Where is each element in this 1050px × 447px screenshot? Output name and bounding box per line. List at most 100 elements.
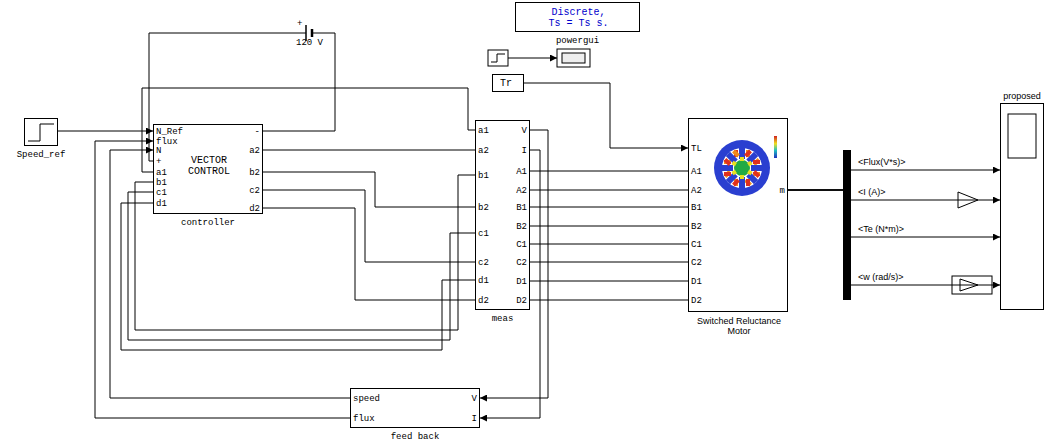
signal-wire (530, 244, 688, 245)
signal-wire (530, 281, 688, 282)
port-label: D1 (691, 277, 702, 287)
port-label: TL (691, 144, 702, 154)
block-name: proposed (1003, 91, 1041, 101)
port-label: d1 (478, 276, 489, 286)
measurement-block: a1a2b1b2c1c2d1d2VIA1A2B1B2C1C2D1D2meas (475, 120, 530, 310)
signal-wire (95, 141, 350, 418)
port-label: m (780, 186, 785, 196)
signal-wire (530, 262, 688, 263)
block-name: Speed_ref (17, 150, 66, 160)
signal-wire (135, 175, 475, 330)
port-label: flux (156, 137, 178, 147)
signal-label: <Te (N*m)> (858, 224, 904, 234)
port-label: V (472, 394, 477, 404)
port-label: + (156, 157, 161, 167)
port-label: a2 (249, 146, 260, 156)
port-label: flux (353, 414, 375, 424)
port-label: C2 (691, 258, 702, 268)
port-label: c2 (249, 186, 260, 196)
port-label: a1 (478, 126, 489, 136)
port-label: N (156, 146, 161, 156)
signal-wire (58, 131, 153, 132)
port-label: c2 (478, 258, 489, 268)
scope-symbol (557, 49, 590, 67)
block-text: Discrete, Ts = Ts s. (546, 7, 612, 29)
port-label: C1 (691, 240, 702, 250)
port-label: b2 (478, 203, 489, 213)
port-label: C2 (516, 258, 527, 268)
battery-symbol (149, 25, 335, 161)
signal-wire (128, 192, 475, 340)
port-label: c1 (156, 188, 167, 198)
signal-wire (110, 150, 350, 398)
port-label: d2 (478, 296, 489, 306)
feedback-block: speedfluxVIfeed back (350, 388, 480, 428)
port-label: B1 (516, 203, 527, 213)
voltage-label: 120 V (296, 38, 323, 48)
step-icon (28, 124, 54, 141)
signal-wire (508, 58, 557, 59)
port-label: d1 (156, 199, 167, 209)
port-label: - (255, 127, 260, 137)
signal-label: <Flux(V*s)> (858, 157, 906, 167)
signal-wire (524, 83, 688, 148)
bus-selector (843, 150, 851, 300)
scope-screen (1008, 114, 1036, 158)
signal-wire (530, 207, 688, 208)
scope-block: proposed (1000, 103, 1044, 310)
block-name: feed back (391, 432, 440, 442)
motor-block: TLA1A2B1B2C1C2D1D2mSwitched Reluctance M… (688, 118, 788, 312)
step-source (488, 50, 508, 66)
port-label: B2 (691, 222, 702, 232)
port-label: I (472, 414, 477, 424)
signal-wire (480, 130, 548, 398)
port-label: N_Ref (156, 127, 183, 137)
signal-wire (263, 208, 475, 300)
signal-wire (530, 300, 688, 301)
controller-block: N_ReffluxN+a1b1c1d1 VECTOR CONTROL - a2 b2 c2… (153, 124, 263, 214)
polarity-sign: + (297, 19, 302, 29)
constant-block: Tr (492, 74, 524, 92)
signal-wire (480, 150, 540, 418)
port-label: D1 (516, 277, 527, 287)
port-label: d2 (249, 204, 260, 214)
port-label: V (522, 126, 527, 136)
port-label: B2 (516, 222, 527, 232)
port-label: A2 (516, 186, 527, 196)
signal-wire (530, 171, 688, 172)
powergui-block: Discrete, Ts = Ts s.powergui (515, 2, 640, 32)
block-name: meas (492, 314, 514, 324)
port-label: I (522, 146, 527, 156)
port-label: b2 (249, 168, 260, 178)
signal-wire (263, 150, 475, 151)
block-text: Tr (494, 78, 518, 89)
block-name: powergui (556, 36, 599, 46)
port-label: B1 (691, 203, 702, 213)
signal-wire (788, 190, 1000, 237)
motor-illustration (714, 136, 777, 196)
port-label: C1 (516, 240, 527, 250)
port-label: A1 (516, 167, 527, 177)
block-name: Switched Reluctance Motor (689, 316, 789, 336)
block-text: VECTOR CONTROL (178, 155, 240, 177)
port-label: a2 (478, 146, 489, 156)
signal-wire (788, 190, 1000, 200)
signal-label: <I (A)> (858, 187, 886, 197)
port-label: a1 (156, 168, 167, 178)
port-label: b1 (156, 178, 167, 188)
port-label: D2 (516, 296, 527, 306)
signal-wire (788, 170, 1000, 190)
signal-label: <w (rad/s)> (858, 272, 904, 282)
signal-wire (121, 203, 475, 350)
port-label: speed (353, 394, 380, 404)
step-block: Speed_ref (24, 118, 58, 146)
port-label: D2 (691, 296, 702, 306)
signal-wire (263, 190, 475, 262)
port-label: A1 (691, 167, 702, 177)
signal-wire (530, 190, 688, 191)
block-name: controller (181, 218, 235, 228)
signal-wire (530, 226, 688, 227)
port-label: b1 (478, 171, 489, 181)
signal-wire (788, 190, 1000, 285)
port-label: A2 (691, 186, 702, 196)
